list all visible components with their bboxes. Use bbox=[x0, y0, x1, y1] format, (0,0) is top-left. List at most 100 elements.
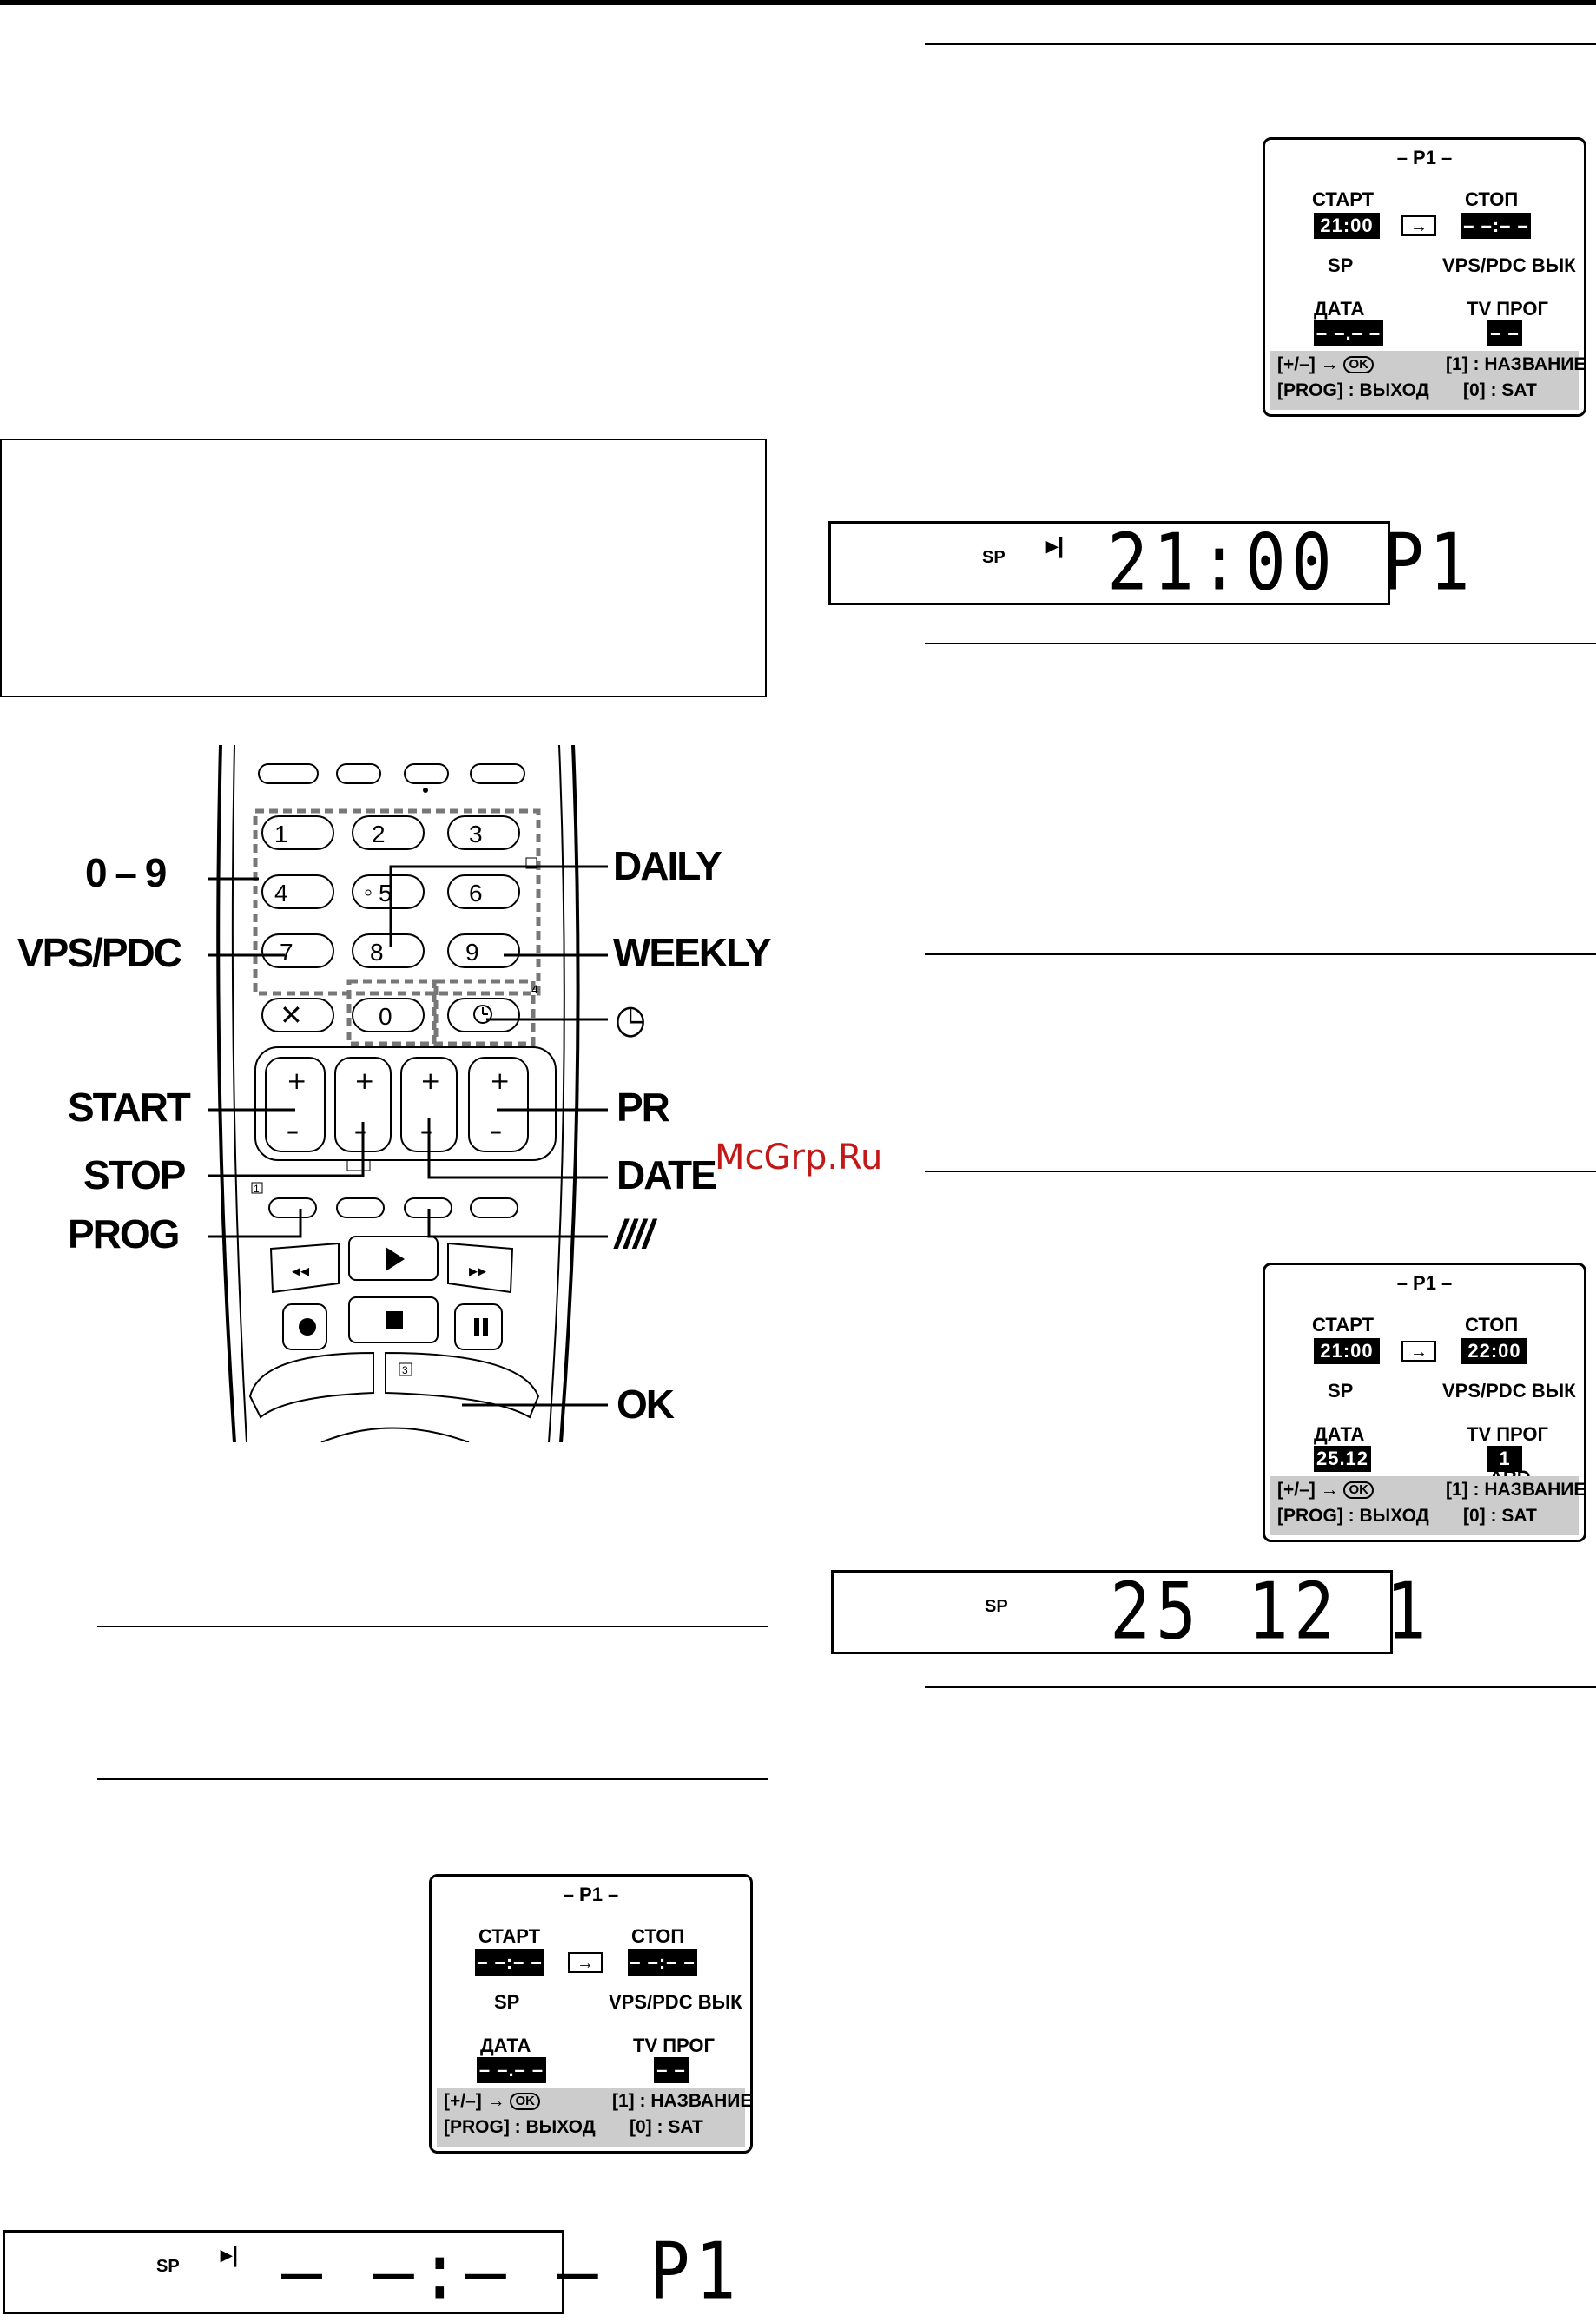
clock-icon: ◷ bbox=[615, 995, 646, 1042]
osd-stop-value: – –:– – bbox=[1461, 213, 1531, 239]
section-rule bbox=[97, 1778, 768, 1780]
key-0[interactable]: 0 bbox=[379, 1003, 392, 1030]
display-sp: SP bbox=[982, 548, 1006, 567]
key-3[interactable]: 3 bbox=[469, 821, 483, 848]
ok-icon: OK bbox=[1343, 1481, 1374, 1500]
osd-footer: [+/–] → OK [1] : НАЗВАНИЕ [PROG] : ВЫХОД… bbox=[437, 2088, 752, 2147]
key-9[interactable]: 9 bbox=[465, 939, 479, 966]
section-rule bbox=[925, 643, 1596, 644]
svg-text:–: – bbox=[420, 1117, 432, 1145]
osd-start-value: 21:00 bbox=[1314, 1338, 1380, 1364]
osd-tvprog-value: – – bbox=[654, 2057, 689, 2083]
osd-footer: [+/–] → OK [1] : НАЗВАНИЕ [PROG] : ВЫХОД… bbox=[1270, 1476, 1586, 1535]
svg-text:+: + bbox=[490, 1066, 510, 1095]
osd-mode: SP bbox=[494, 1991, 520, 2013]
osd-arrow: → bbox=[1401, 1341, 1436, 1362]
display-digits: 21:00 P1 bbox=[1107, 518, 1475, 609]
osd-footer-right2: [0] : SAT bbox=[630, 2117, 703, 2137]
label-stop: STOP bbox=[83, 1152, 186, 1197]
osd-footer: [+/–] → OK [1] : НАЗВАНИЕ [PROG] : ВЫХОД… bbox=[1270, 351, 1586, 410]
osd-date-value: – –.– – bbox=[1314, 320, 1383, 346]
label-start: START bbox=[68, 1085, 191, 1130]
osd-footer-right2: [0] : SAT bbox=[1463, 380, 1537, 400]
label-ok: OK bbox=[617, 1382, 675, 1427]
key-7[interactable]: 7 bbox=[280, 939, 293, 966]
box-1-label: 1 bbox=[254, 1183, 260, 1195]
osd-stop-value: – –:– – bbox=[628, 1949, 697, 1976]
vcr-display-1: SP ▸| 21:00 P1 bbox=[828, 518, 1470, 609]
osd-vps: VPS/PDC ВЫК bbox=[609, 1991, 742, 2013]
osd-date-value: – –.– – bbox=[477, 2057, 546, 2083]
watermark: McGrp.Ru bbox=[715, 1138, 883, 1177]
key-1[interactable]: 1 bbox=[274, 821, 288, 848]
osd-tvprog-value: – – bbox=[1487, 320, 1522, 346]
key-6[interactable]: 6 bbox=[469, 880, 483, 907]
osd-arrow: → bbox=[568, 1952, 603, 1973]
display-sp: SP bbox=[156, 2257, 180, 2276]
key-2[interactable]: 2 bbox=[372, 821, 386, 848]
osd-start-value: 21:00 bbox=[1314, 213, 1380, 239]
osd-footer-right1: [1] : НАЗВАНИЕ bbox=[1446, 1480, 1586, 1500]
osd-stop-label: СТОП bbox=[1465, 1314, 1519, 1336]
svg-text:▸▸: ▸▸ bbox=[469, 1262, 486, 1281]
osd-mode: SP bbox=[1328, 1380, 1354, 1402]
osd-footer-right1: [1] : НАЗВАНИЕ bbox=[1446, 354, 1586, 374]
osd-screen-2: – P1 – СТАРТ СТОП 21:00 → 22:00 SP VPS/P… bbox=[1263, 1263, 1586, 1542]
remote-control-illustration: 1 2 3 4 5 6 7 8 9 0 ✕ 4 +– +– +– +– 1 bbox=[208, 745, 608, 1442]
page-top-rule bbox=[0, 0, 1596, 5]
osd-stop-label: СТОП bbox=[631, 1925, 685, 1947]
key-8[interactable]: 8 bbox=[370, 939, 384, 966]
osd-footer-left2: [PROG] : ВЫХОД bbox=[1277, 1506, 1429, 1526]
osd-tvprog-value: 1 bbox=[1487, 1446, 1522, 1472]
svg-text:◂◂: ◂◂ bbox=[292, 1262, 309, 1281]
osd-start-value: – –:– – bbox=[475, 1949, 544, 1976]
section-rule bbox=[925, 43, 1596, 45]
section-rule bbox=[925, 1171, 1596, 1172]
box-4-label: 4 bbox=[531, 982, 538, 996]
svg-text:✕: ✕ bbox=[280, 999, 303, 1032]
osd-tvprog-label: TV ПРОГ bbox=[633, 2035, 716, 2056]
osd-date-label: ДАТА bbox=[480, 2035, 531, 2056]
section-rule bbox=[97, 1626, 768, 1627]
section-rule bbox=[925, 953, 1596, 955]
vcr-display-3: SP ▸| – –:– – P1 bbox=[3, 2227, 736, 2318]
section-rule bbox=[925, 1686, 1596, 1688]
svg-text:+: + bbox=[420, 1066, 440, 1095]
key-5[interactable]: 5 bbox=[379, 880, 392, 907]
timer-play-icon: ▸| bbox=[221, 2241, 239, 2267]
label-weekly: WEEKLY bbox=[613, 930, 772, 975]
label-pr: PR bbox=[617, 1085, 670, 1130]
osd-footer-right1: [1] : НАЗВАНИЕ bbox=[612, 2091, 753, 2111]
box-3-label: 3 bbox=[402, 1364, 408, 1376]
osd-title: – P1 – bbox=[1396, 147, 1453, 168]
osd-start-label: СТАРТ bbox=[1312, 188, 1375, 210]
label-date: DATE bbox=[617, 1152, 717, 1197]
label-slashes: //// bbox=[615, 1211, 654, 1257]
display-digits: – –:– – P1 bbox=[281, 2227, 742, 2318]
osd-date-label: ДАТА bbox=[1314, 298, 1365, 320]
ok-icon: OK bbox=[510, 2093, 540, 2111]
svg-text:+: + bbox=[354, 1066, 374, 1095]
label-prog: PROG bbox=[68, 1211, 180, 1257]
svg-text:–: – bbox=[354, 1117, 366, 1145]
osd-title: – P1 – bbox=[1396, 1272, 1453, 1294]
osd-footer-nav: [+/–] → bbox=[1277, 1480, 1339, 1500]
svg-text:+: + bbox=[287, 1066, 307, 1095]
svg-text:–: – bbox=[287, 1117, 299, 1145]
osd-vps: VPS/PDC ВЫК bbox=[1442, 1380, 1576, 1402]
ok-icon: OK bbox=[1343, 356, 1374, 374]
osd-screen-3: – P1 – СТАРТ СТОП – –:– – → – –:– – SP V… bbox=[429, 1874, 753, 2154]
osd-footer-left1: [+/–] → OK bbox=[444, 2091, 540, 2112]
osd-footer-left1: [+/–] → OK bbox=[1277, 1480, 1374, 1501]
osd-date-label: ДАТА bbox=[1314, 1423, 1365, 1445]
osd-tvprog-label: TV ПРОГ bbox=[1467, 1423, 1549, 1445]
key-4[interactable]: 4 bbox=[274, 880, 288, 907]
note-box bbox=[0, 439, 767, 697]
osd-arrow: → bbox=[1401, 215, 1436, 236]
timer-play-icon: ▸| bbox=[1046, 532, 1065, 558]
label-daily: DAILY bbox=[613, 843, 722, 888]
label-0-9: 0 – 9 bbox=[85, 850, 167, 895]
osd-footer-left2: [PROG] : ВЫХОД bbox=[444, 2117, 596, 2137]
osd-footer-right2: [0] : SAT bbox=[1463, 1506, 1537, 1526]
osd-footer-left2: [PROG] : ВЫХОД bbox=[1277, 380, 1429, 400]
